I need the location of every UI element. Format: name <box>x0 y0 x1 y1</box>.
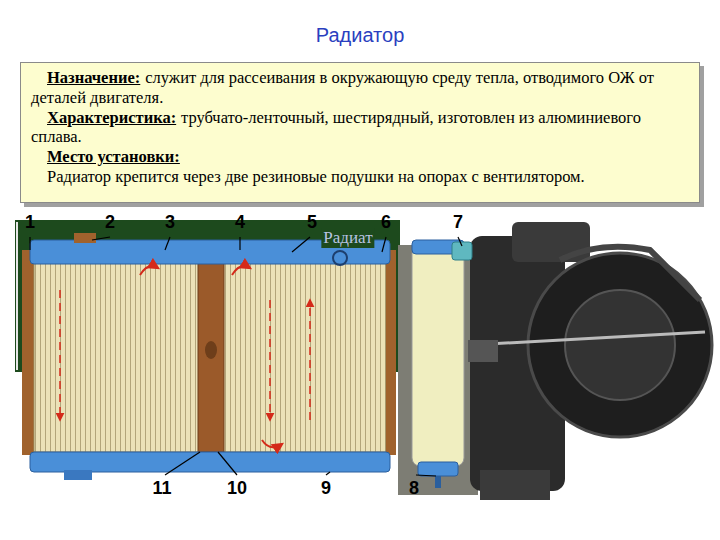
leader-line <box>165 452 200 475</box>
sensor-ring <box>333 251 347 265</box>
support <box>480 470 550 500</box>
callout-number: 3 <box>165 212 175 233</box>
flow-arrow <box>309 300 311 420</box>
callout-number: 8 <box>409 478 419 499</box>
side-bracket <box>22 250 34 455</box>
paragraph: Назначение:служит для рассеивания в окру… <box>31 68 689 108</box>
leader-line <box>292 237 310 252</box>
tank-bottom <box>418 462 458 476</box>
fan-rod <box>470 332 705 345</box>
pump-top <box>512 222 590 262</box>
callout-number: 5 <box>307 212 317 233</box>
brace-hole <box>205 341 217 359</box>
leader-line <box>92 237 110 240</box>
section-heading: Место установки: <box>47 147 180 166</box>
callout-number: 6 <box>381 212 391 233</box>
flow-arrow <box>232 266 250 275</box>
leader-line <box>165 237 170 250</box>
callout-number: 11 <box>152 478 171 499</box>
radiator-core <box>34 262 386 452</box>
section-text: Радиатор крепится через две резиновые по… <box>47 167 585 186</box>
section-heading: Назначение: <box>47 68 140 87</box>
tank-outlet <box>435 476 441 488</box>
leader-line <box>326 472 330 475</box>
expansion-tank <box>412 246 464 466</box>
leader-line <box>29 237 30 250</box>
info-box: Назначение:служит для рассеивания в окру… <box>20 62 700 203</box>
leader-line <box>239 237 240 250</box>
slide-title: Радиатор <box>316 24 405 47</box>
callout-number: 7 <box>453 212 463 233</box>
center-brace <box>198 262 224 452</box>
paragraph: Характеристика:трубчато-ленточный, шести… <box>31 108 689 148</box>
mount-pad <box>74 233 96 243</box>
flow-arrow <box>262 440 282 447</box>
leader-line <box>218 452 237 475</box>
fan-hub <box>565 290 675 400</box>
outlet-pipe <box>64 470 92 480</box>
clamp <box>468 340 498 362</box>
paragraph: Место установки: <box>31 147 689 167</box>
callout-number: 10 <box>227 478 247 499</box>
overlay-text: Радиат <box>321 228 374 248</box>
panel-edge <box>16 222 18 370</box>
leader-line <box>458 237 462 246</box>
flow-arrow <box>269 300 271 420</box>
flow-arrow <box>140 266 158 275</box>
section-heading: Характеристика: <box>47 108 176 127</box>
engine-bay <box>398 245 478 495</box>
leader-line <box>416 475 436 476</box>
callout-number: 9 <box>321 478 331 499</box>
flow-arrow <box>59 290 61 420</box>
lower-tank <box>30 452 390 472</box>
paragraph: Радиатор крепится через две резиновые по… <box>31 167 689 187</box>
callout-number: 1 <box>25 212 35 233</box>
callout-number: 2 <box>105 212 115 233</box>
callout-number: 4 <box>235 212 245 233</box>
fan-hose <box>560 247 700 300</box>
side-bracket <box>386 250 396 455</box>
leader-line <box>382 237 386 252</box>
leader-lines <box>30 237 462 476</box>
